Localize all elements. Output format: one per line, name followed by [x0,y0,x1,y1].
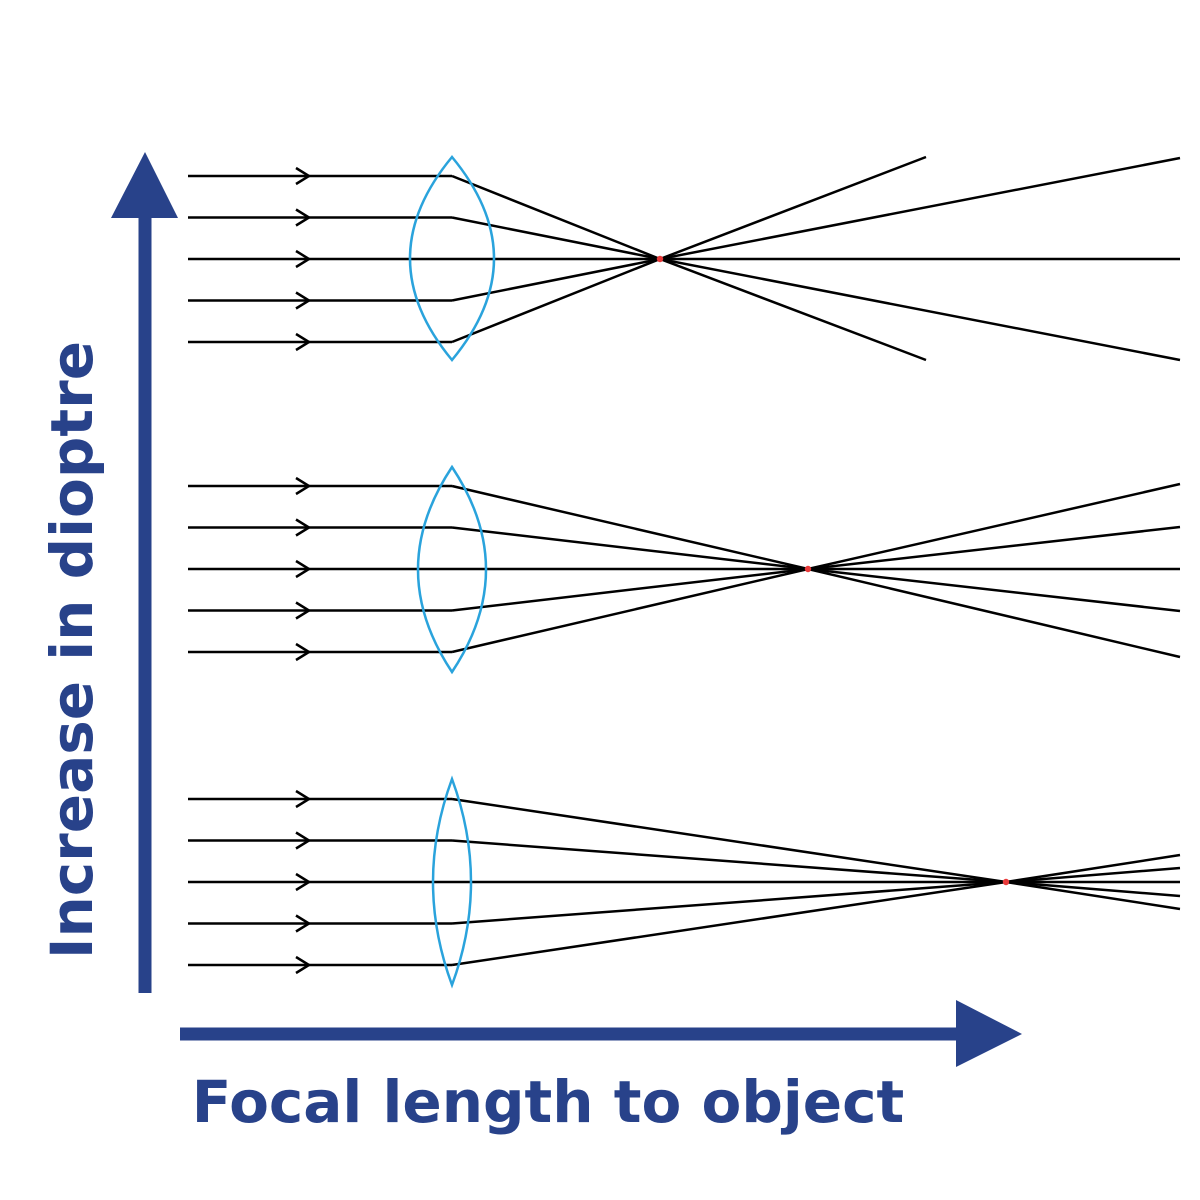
ray-direction-chevron [295,291,312,310]
ray-direction-chevron [295,208,312,227]
refracted-ray [451,567,1181,659]
ray-direction-chevron [295,642,312,662]
diagram-weak-lens [188,775,1181,989]
refracted-ray [451,482,1181,571]
x-axis-arrow [180,1000,1022,1067]
refracted-ray [451,525,1181,571]
ray-direction-chevron [295,476,312,496]
convex-lens [408,155,496,362]
refracted-ray [451,156,1181,261]
convex-lens [431,775,473,989]
ray-direction-chevron [295,249,312,269]
ray-direction-chevron [295,872,312,892]
x-axis-label: Focal length to object [192,1068,904,1136]
ray-direction-chevron [295,831,312,850]
refracted-ray [451,155,927,261]
ray-direction-chevron [295,332,312,352]
refracted-ray [451,797,1181,884]
x-axis-arrowhead [956,1000,1022,1067]
ray-direction-chevron [295,166,312,186]
refracted-ray [451,839,1181,884]
diagram-strong-lens [188,155,1181,362]
y-axis-label: Increase in dioptre [38,341,106,959]
ray-direction-chevron [295,789,312,809]
ray-direction-chevron [295,601,312,620]
refracted-ray [451,880,1181,925]
ray-direction-chevron [295,518,312,537]
ray-direction-chevron [295,914,312,933]
refracted-ray [451,880,1181,967]
focal-point [656,255,664,263]
ray-direction-chevron [295,559,312,579]
y-axis-arrow [111,152,178,993]
focal-point [1002,878,1010,886]
focal-point [804,565,812,573]
y-axis-arrowhead [111,152,178,218]
convex-lens [416,464,488,675]
diagram-medium-lens [188,464,1181,675]
ray-direction-chevron [295,955,312,975]
refracted-ray [451,257,1181,362]
refracted-ray [451,257,927,362]
refracted-ray [451,567,1181,613]
